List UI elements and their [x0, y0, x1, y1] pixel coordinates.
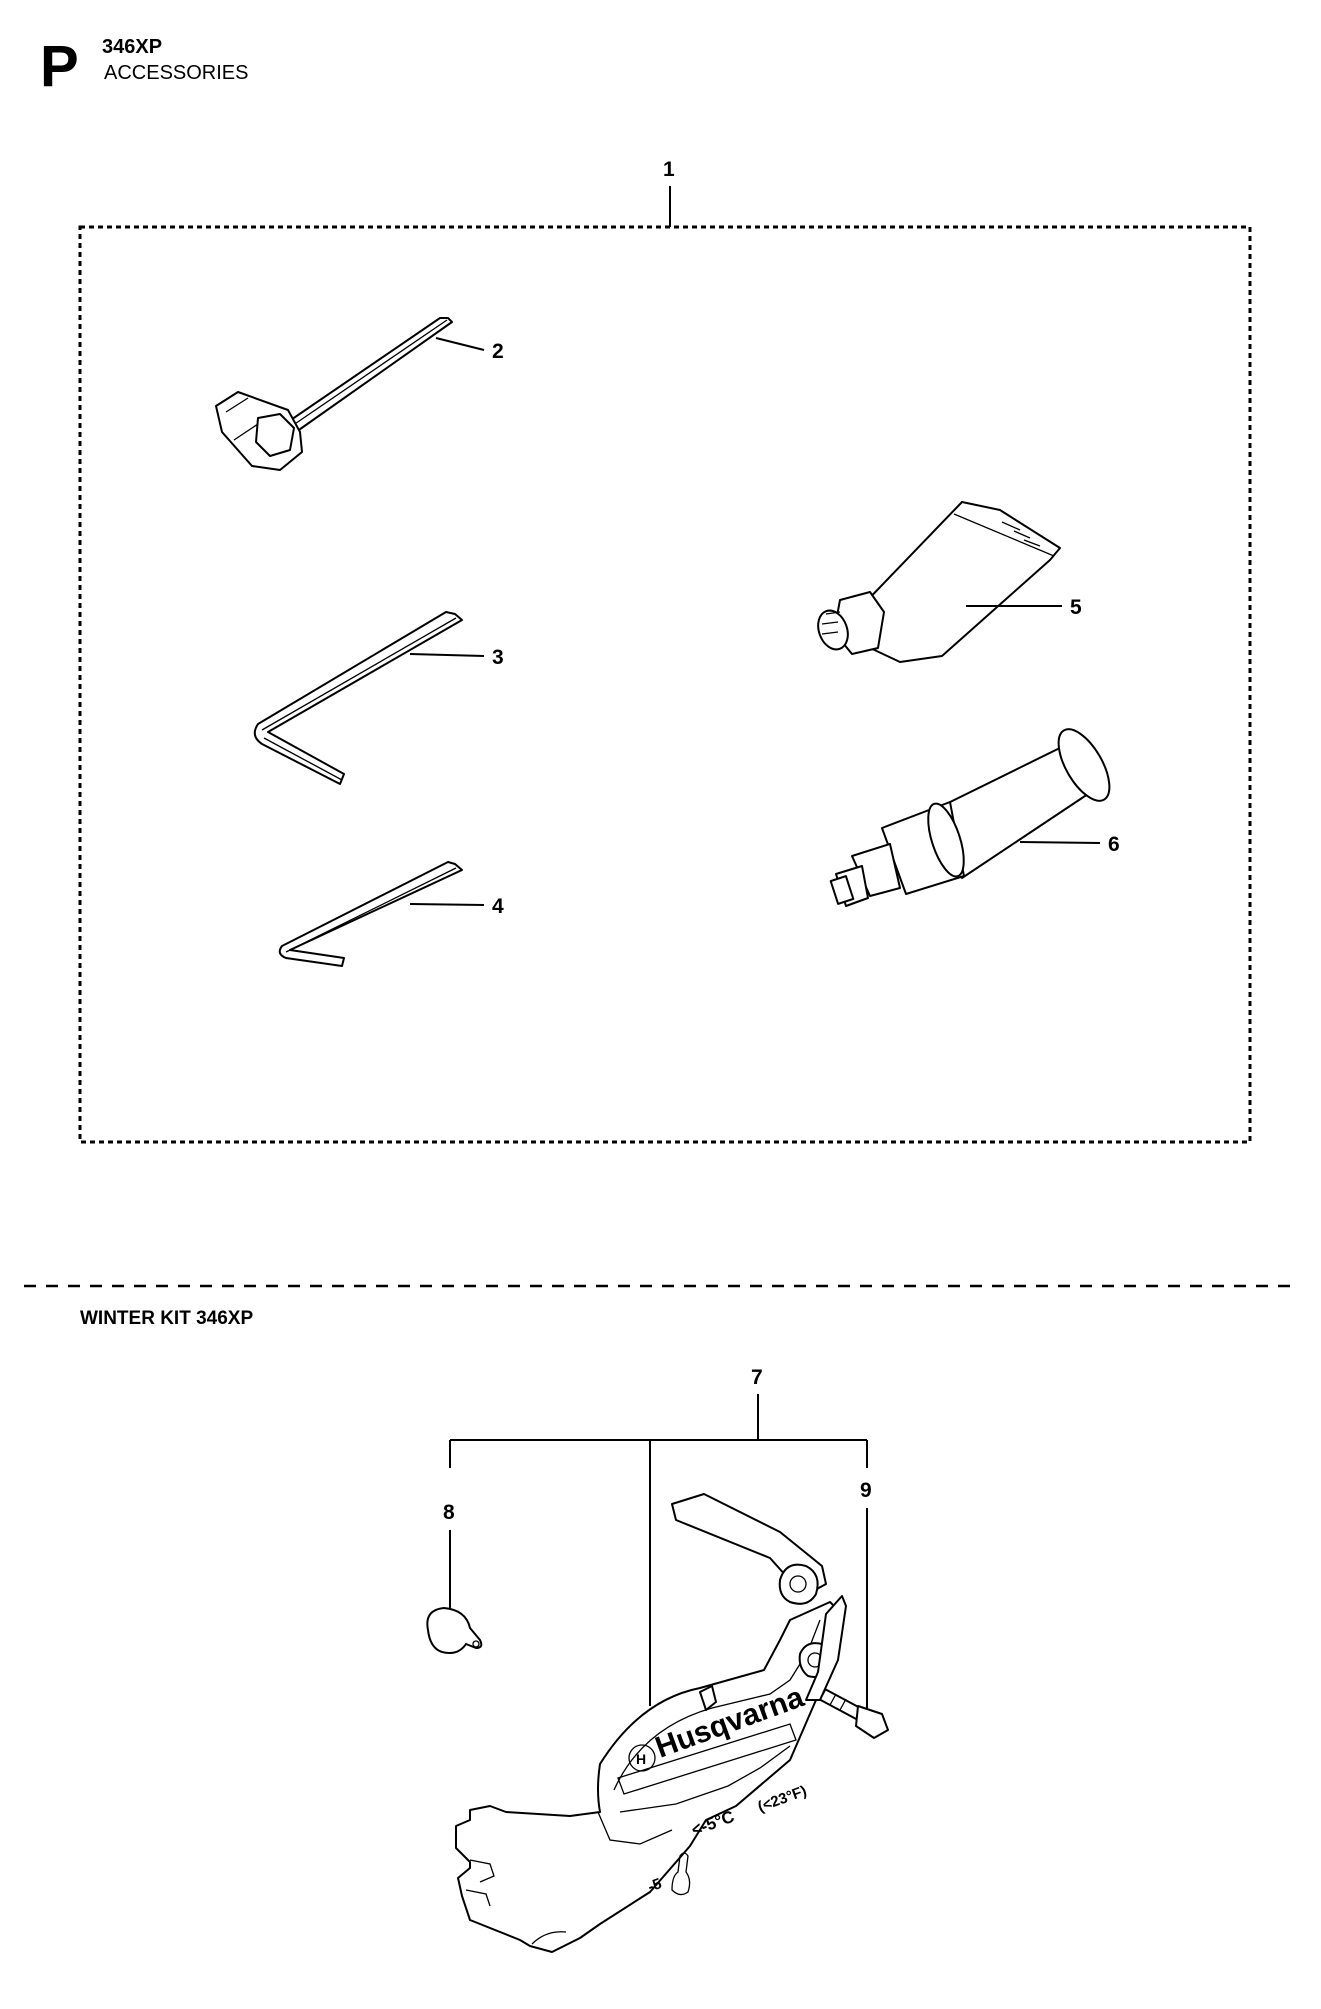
part-winter-cover: H Husqvarna <-5°C (<23°F) -5 [455, 1493, 847, 1953]
part-grease-tube [817, 501, 1061, 663]
callout-1: 1 [663, 158, 675, 181]
callout-2: 2 [492, 340, 504, 363]
callout-6: 6 [1108, 833, 1120, 856]
svg-text:H: H [636, 1751, 646, 1767]
callout-4: 4 [492, 895, 504, 918]
cover-temp-fahrenheit: (<23°F) [756, 1782, 809, 1815]
callout-7: 7 [751, 1366, 763, 1389]
part-plug [426, 1607, 483, 1654]
part-combination-spanner [215, 317, 453, 471]
part-piston-stop-tool [829, 728, 1111, 907]
model-name: 346XP [102, 36, 163, 58]
section-letter: P [40, 34, 79, 99]
callout-8: 8 [443, 1501, 455, 1524]
section-title: ACCESSORIES [104, 62, 249, 84]
callout-3: 3 [492, 646, 504, 669]
callout-5: 5 [1070, 596, 1082, 619]
cover-minus-five: -5 [646, 1875, 664, 1896]
leader-line-6 [1019, 841, 1101, 844]
leader-line-2 [435, 337, 485, 351]
callout-9: 9 [860, 1479, 872, 1502]
part-hex-key-large [253, 611, 463, 785]
part-hex-key-small [278, 861, 463, 967]
leader-line-3 [409, 653, 485, 657]
winter-kit-title: WINTER KIT 346XP [80, 1308, 254, 1329]
kit-boundary-dashed-box [78, 225, 1252, 1144]
leader-line-4 [409, 903, 485, 906]
